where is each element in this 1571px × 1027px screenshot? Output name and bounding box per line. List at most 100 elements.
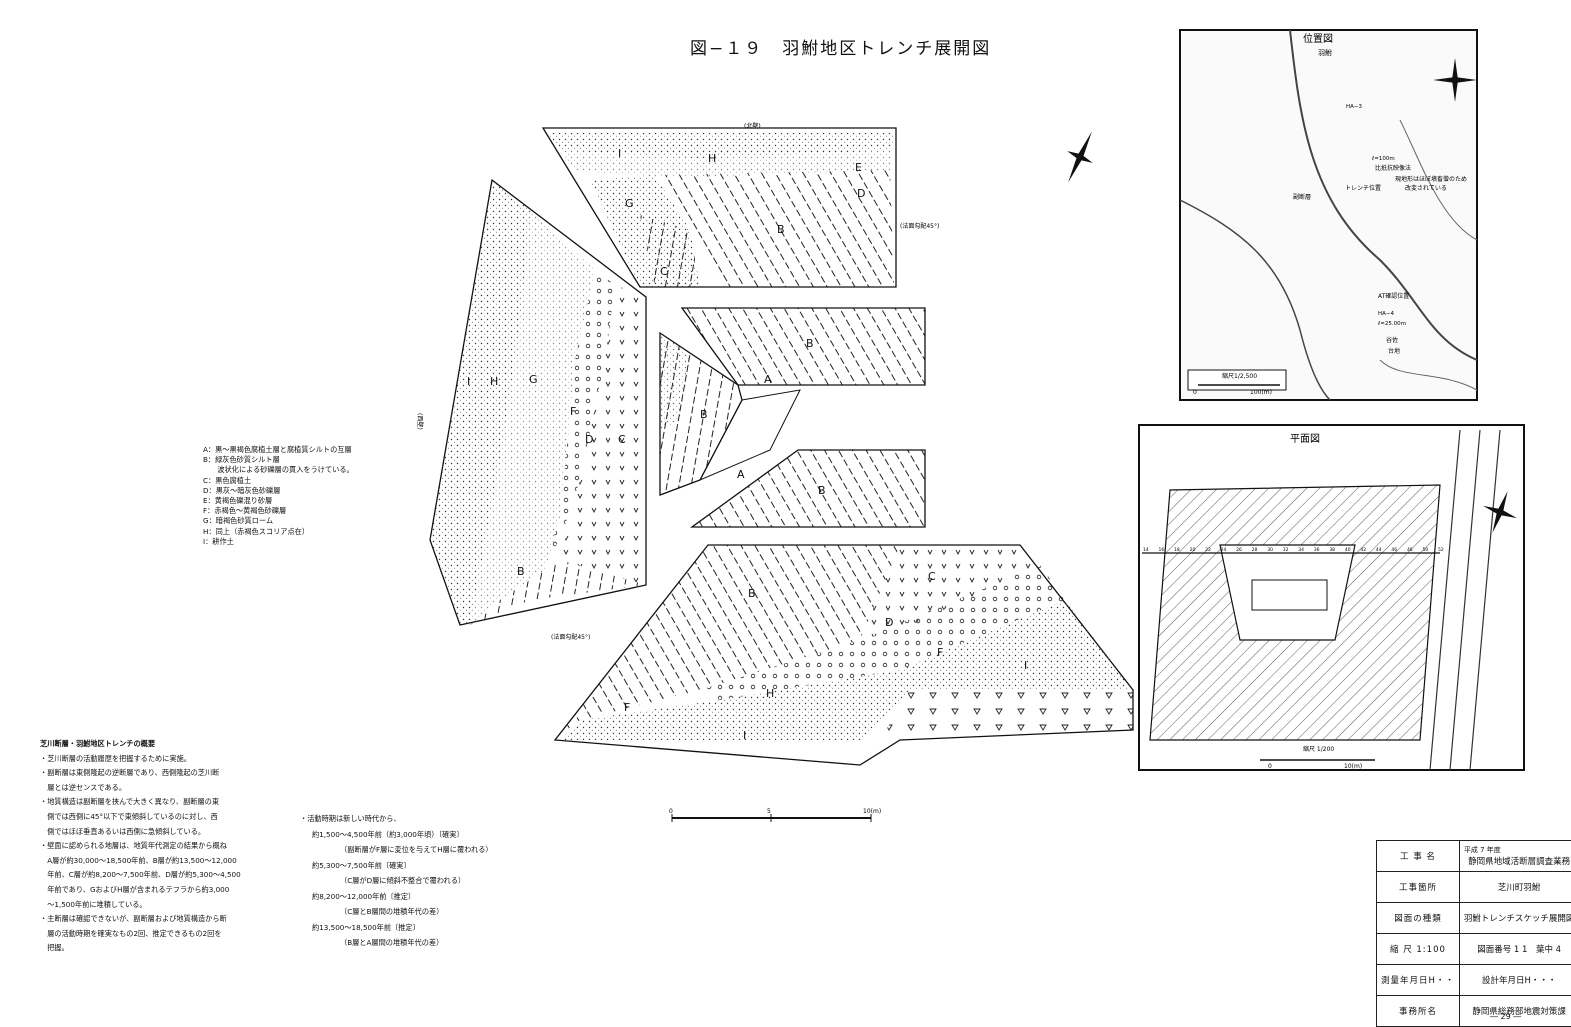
- plan-scale-10: 10(m): [1344, 763, 1362, 770]
- period-line: （B層とA層間の堆積年代の差）: [300, 935, 493, 951]
- legend-item: C：黒色腐植土: [203, 476, 354, 486]
- plan-station-label: 46: [1391, 547, 1397, 553]
- period-line: （C層とB層間の堆積年代の差）: [300, 904, 493, 920]
- period-line: 約8,200～12,000年前〔推定〕: [300, 889, 493, 905]
- layer-letter-c-south: C: [928, 570, 936, 583]
- period-line: ・活動時期は新しい時代から、: [300, 811, 493, 827]
- location-note-4: トレンチ位置: [1345, 184, 1381, 192]
- location-map: [1180, 30, 1477, 400]
- plan-station-label: 52: [1438, 547, 1444, 553]
- location-note-3: 改変されている: [1405, 184, 1447, 192]
- plan-station-label: 38: [1329, 547, 1335, 553]
- legend-item: G：暗褐色砂質ローム: [203, 516, 354, 526]
- layer-letter-b: B: [777, 223, 785, 236]
- plan-station-label: 28: [1252, 547, 1258, 553]
- summary-line: ～1,500年前に堆積している。: [40, 898, 275, 913]
- location-map-title: 位置図: [1303, 32, 1333, 45]
- plan-station-label: 20: [1190, 547, 1196, 553]
- layer-letter-d: D: [857, 187, 865, 200]
- summary-line: ・地質構造は副断層を挟んで大きく異なり、副断層の東: [40, 795, 275, 810]
- summary-line: 層の活動時期を確実なもの2回、推定できるもの2回を: [40, 927, 275, 942]
- location-scale-0: 0: [1193, 389, 1197, 396]
- plan-station-label: 32: [1283, 547, 1289, 553]
- title-block-key: 事務所名: [1377, 996, 1460, 1027]
- legend-item: F：赤褐色～黄褐色砂礫層: [203, 506, 354, 516]
- title-block-key: 工事箇所: [1377, 872, 1460, 903]
- title-block-value: 芝川町羽鮒: [1459, 872, 1571, 903]
- location-scale-100: 100(m): [1250, 389, 1272, 396]
- title-block-project: 静岡県地域活断層調査業務: [1464, 855, 1571, 867]
- north-arrow-icon: [1065, 130, 1094, 183]
- period-line: 約13,500～18,500年前〔推定〕: [300, 920, 493, 936]
- plan-station-label: 48: [1407, 547, 1413, 553]
- legend-item: I：耕作土: [203, 537, 354, 547]
- title-block-row: 図面の種類 羽鮒トレンチスケッチ展開図: [1377, 903, 1571, 934]
- scale-tick-10: 10(m): [863, 808, 881, 815]
- page-number: ― 29 ―: [1490, 1012, 1521, 1021]
- summary-line: 年前、C層が約8,200～7,500年前、D層が約5,300～4,500: [40, 868, 275, 883]
- location-note-6: AT確認位置: [1378, 292, 1409, 300]
- layer-letter-b-mid2: B: [700, 408, 708, 421]
- location-label-valley: 谷佐: [1386, 336, 1398, 344]
- plan-station-label: 40: [1345, 547, 1351, 553]
- title-block-row: 測量年月日H・・ 設計年月日H・・・: [1377, 965, 1571, 996]
- layer-letter-i-west: I: [467, 375, 470, 388]
- location-label-l25: ℓ=25.00m: [1377, 321, 1406, 327]
- plan-station-label: 44: [1376, 547, 1382, 553]
- title-block-row: 工事箇所 芝川町羽鮒: [1377, 872, 1571, 903]
- location-note-1: 比抵抗映像法: [1375, 164, 1411, 172]
- layer-letter-c: C: [660, 265, 668, 278]
- layer-letter-h-south: H: [766, 687, 774, 700]
- title-block-key: 測量年月日H・・: [1377, 965, 1460, 996]
- layer-letter-g: G: [625, 197, 634, 210]
- plan-station-label: 50: [1422, 547, 1428, 553]
- layer-letter-h: H: [708, 152, 716, 165]
- summary-line: ・主断層は確認できないが、副断層および地質構造から断: [40, 912, 275, 927]
- plan-station-label: 30: [1267, 547, 1273, 553]
- location-map-scale: 縮尺1/2,500: [1222, 372, 1257, 380]
- location-note-5: 副断層: [1293, 193, 1311, 201]
- title-block: 工 事 名 平成 7 年度 静岡県地域活断層調査業務 工事箇所 芝川町羽鮒 図面…: [1376, 840, 1571, 1027]
- plan-station-label: 24: [1221, 547, 1227, 553]
- slope-label-north: (法面勾配45°): [900, 222, 939, 230]
- west-wall-panel: [430, 180, 646, 625]
- layer-letter-a-mid: A: [764, 373, 772, 386]
- title-block-value: 平成 7 年度 静岡県地域活断層調査業務: [1459, 841, 1571, 872]
- title-block-row: 縮 尺 1:100 図面番号 1 1 葉中 4: [1377, 934, 1571, 965]
- plan-station-label: 36: [1314, 547, 1320, 553]
- scale-bar: 0 5 10(m): [669, 808, 881, 822]
- layer-letter-b-south: B: [748, 587, 756, 600]
- period-line: 約1,500～4,500年前（約3,000年頃）〔確実〕: [300, 827, 493, 843]
- location-label-ha3: HA−3: [1346, 104, 1363, 110]
- location-map-place: 羽鮒: [1318, 48, 1332, 57]
- plan-station-label: 16: [1159, 547, 1165, 553]
- legend-item: H：同上（赤褐色スコリア点在）: [203, 527, 354, 537]
- scale-tick-0: 0: [669, 808, 673, 815]
- title-block-year: 平成 7 年度: [1464, 845, 1571, 855]
- layer-letter-i-south: I: [1024, 659, 1027, 672]
- summary-line: ・芝川断層の活動履歴を把握するために実施。: [40, 752, 275, 767]
- legend-item: 波状化による砂礫層の貫入をうけている。: [203, 465, 354, 475]
- legend-item: E：黄褐色礫混り砂層: [203, 496, 354, 506]
- north-wall-label: (北壁): [744, 122, 761, 130]
- summary-line: A層が約30,000～18,500年前、B層が約13,500～12,000: [40, 854, 275, 869]
- layer-letter-f-south2: F: [624, 701, 630, 714]
- plan-scale-0: 0: [1268, 763, 1272, 770]
- plan-map-title: 平面図: [1290, 433, 1320, 445]
- title-block-value: 図面番号 1 1 葉中 4: [1459, 934, 1571, 965]
- trench-summary: 芝川断層・羽鮒地区トレンチの概要 ・芝川断層の活動履歴を把握するために実施。 ・…: [40, 737, 275, 956]
- layer-letter-i-south2: I: [743, 729, 746, 742]
- plan-map: [1139, 425, 1524, 770]
- plan-station-label: 26: [1236, 547, 1242, 553]
- summary-line: ・壁面に認められる地層は、地質年代測定の結果から概ね: [40, 839, 275, 854]
- title-block-row: 事務所名 静岡県総務部地震対策課: [1377, 996, 1571, 1027]
- plan-station-label: 42: [1360, 547, 1366, 553]
- layer-letter-b-mid3: B: [818, 484, 826, 497]
- activity-periods: ・活動時期は新しい時代から、 約1,500～4,500年前（約3,000年頃）〔…: [300, 811, 493, 951]
- slope-label-south: (法面勾配45°): [551, 633, 590, 641]
- legend-item: D：黒灰～暗灰色砂礫層: [203, 486, 354, 496]
- layer-letter-f-south: F: [937, 646, 943, 659]
- layer-letter-e: E: [855, 161, 862, 174]
- layer-legend: A：黒～黒褐色腐植土層と腐植質シルトの互層 B：緑灰色砂質シルト層 波状化による…: [203, 445, 354, 547]
- summary-heading: 芝川断層・羽鮒地区トレンチの概要: [40, 737, 275, 752]
